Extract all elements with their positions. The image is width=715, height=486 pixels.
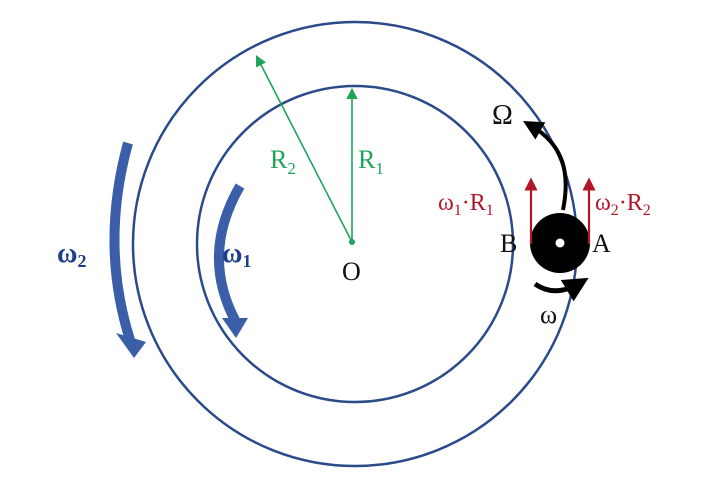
omega1-rotation-arrowhead bbox=[222, 318, 248, 338]
omega2-label: ω2 bbox=[57, 238, 86, 271]
r1-label: R1 bbox=[358, 145, 384, 178]
center-label: O bbox=[342, 257, 361, 286]
small-omega-arrow bbox=[533, 277, 589, 302]
omega2-rotation-arrow bbox=[109, 141, 135, 342]
r2-label: R2 bbox=[270, 145, 296, 178]
center-point bbox=[349, 239, 355, 245]
point-b-label: B bbox=[500, 229, 517, 258]
velocity-a-label: ω2·R2 bbox=[595, 190, 651, 219]
radius-r2-arrow bbox=[255, 55, 353, 243]
velocity-b-label: ω1·R1 bbox=[438, 190, 494, 219]
point-a-label: A bbox=[592, 229, 611, 258]
omega1-label: ω1 bbox=[222, 238, 251, 271]
roller-axle bbox=[555, 238, 565, 248]
big-omega-label: Ω bbox=[492, 100, 513, 131]
omega1-rotation-arrow bbox=[213, 183, 245, 325]
omega2-rotation-arrowhead bbox=[116, 333, 146, 358]
inner-ring bbox=[195, 84, 515, 404]
big-omega-arrow bbox=[523, 121, 568, 211]
small-omega-label: ω bbox=[540, 300, 557, 329]
